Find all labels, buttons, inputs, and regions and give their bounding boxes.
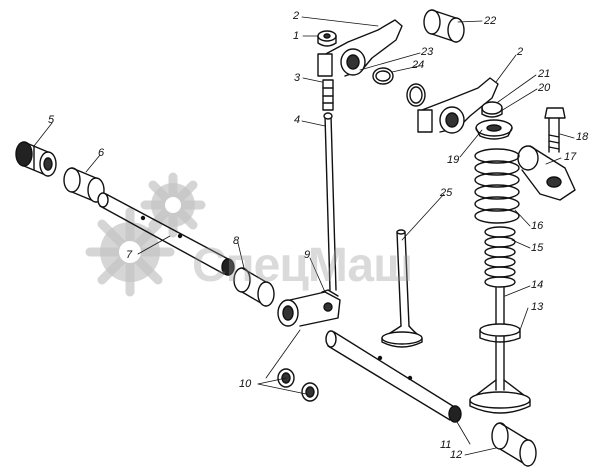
part-label-9: 9	[304, 249, 311, 261]
adjusting-screw-3	[322, 79, 334, 111]
part-label-10: 10	[239, 378, 252, 390]
part-label-17: 17	[564, 151, 577, 163]
ring-24	[406, 83, 426, 107]
washer-23	[372, 67, 394, 85]
part-label-8: 8	[233, 235, 240, 247]
part-label-23: 23	[421, 46, 434, 58]
bushing-12	[491, 422, 537, 467]
part-label-5: 5	[48, 114, 55, 126]
watermark-text: СпецМаш	[192, 239, 413, 292]
spring-retainer-19	[475, 119, 513, 140]
part-label-18: 18	[576, 131, 589, 143]
nut-1	[317, 30, 337, 47]
rocker-arm-2-lower	[417, 77, 499, 134]
part-label-3: 3	[294, 72, 301, 84]
part-label-13: 13	[531, 301, 544, 313]
part-label-16: 16	[531, 220, 544, 232]
part-label-20: 20	[538, 82, 551, 94]
bushing-22	[423, 9, 465, 43]
intake-valve-25	[381, 229, 423, 348]
part-label-19: 19	[447, 154, 460, 166]
part-label-14: 14	[531, 279, 544, 291]
nuts-10	[277, 368, 319, 402]
rocker-arm-2-upper	[317, 19, 403, 77]
part-label-24: 24	[412, 59, 425, 71]
part-label-1: 1	[293, 30, 300, 42]
exhaust-valve	[469, 287, 531, 414]
part-label-11: 11	[440, 439, 452, 451]
part-label-6: 6	[98, 147, 105, 159]
leader-lines	[33, 16, 575, 456]
outer-spring-16	[474, 148, 520, 224]
part-label-15: 15	[531, 242, 544, 254]
rocker-shaft-11	[325, 330, 462, 423]
part-label-2-lower: 2	[517, 46, 524, 58]
bracket-17	[517, 145, 576, 201]
inner-spring-15	[484, 226, 516, 288]
part-label-25: 25	[440, 187, 453, 199]
part-label-12: 12	[450, 449, 463, 461]
bushing-5	[15, 141, 57, 177]
part-label-2-upper: 2	[293, 10, 300, 22]
rocker-shaft-7	[97, 192, 235, 276]
rocker-arm-9	[277, 289, 341, 327]
bolt-18	[544, 107, 566, 153]
bushing-8	[233, 267, 275, 307]
push-rod-4	[323, 112, 337, 291]
part-label-7: 7	[126, 249, 133, 261]
part-label-21: 21	[538, 68, 551, 80]
part-label-4: 4	[294, 114, 301, 126]
valve-cap-21	[481, 101, 503, 118]
part-label-22: 22	[484, 15, 497, 27]
